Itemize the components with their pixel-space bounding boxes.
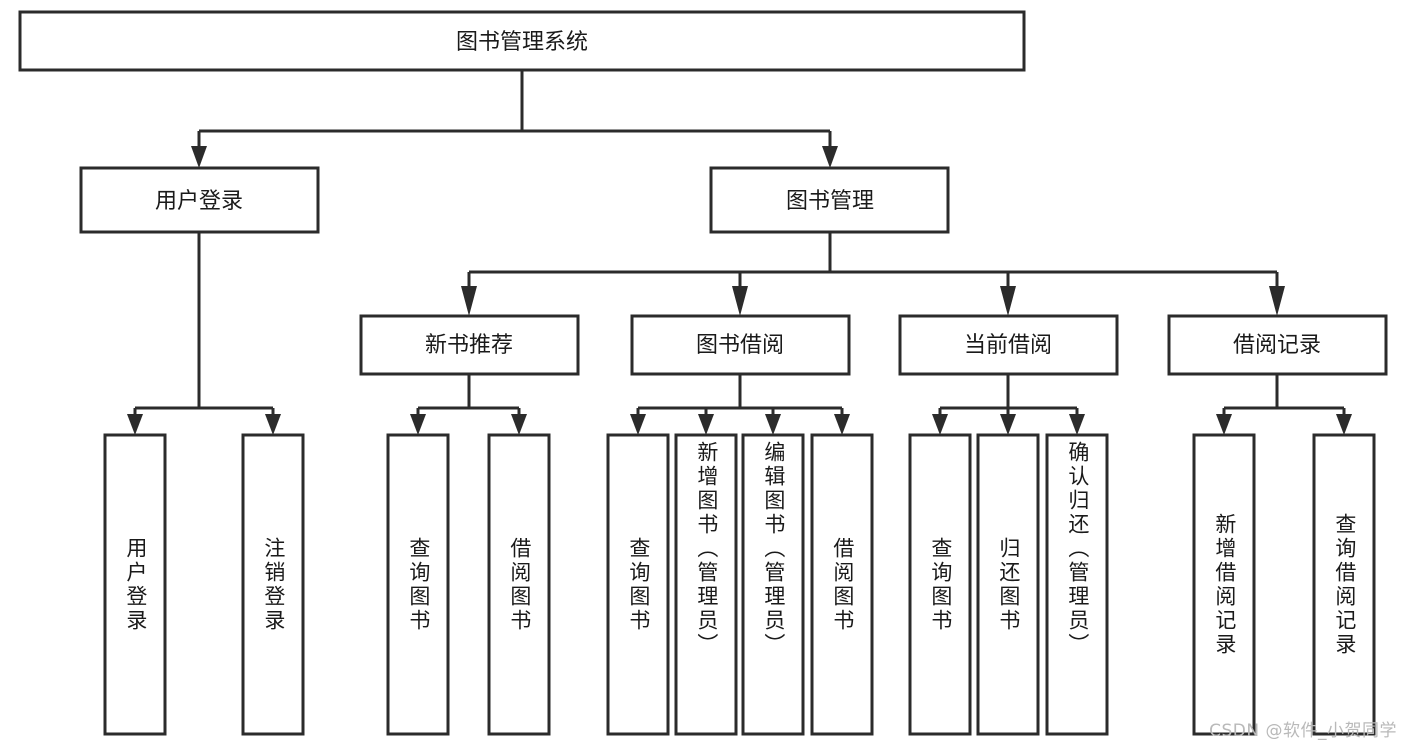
arrow-leaf-query-book-a	[410, 414, 426, 435]
arrow-leaf-borrow-book-b	[834, 414, 850, 435]
node-leaf-confirm-return-box[interactable]	[1045, 433, 1109, 736]
node-book-manage-label: 图书管理	[786, 189, 874, 214]
node-current-borrow-box[interactable]	[898, 314, 1119, 376]
arrow-to-book-borrow	[732, 286, 748, 316]
node-leaf-query-book-c-box[interactable]	[908, 433, 972, 736]
node-current-borrow-label: 当前借阅	[964, 333, 1052, 358]
node-leaf-add-record-box[interactable]	[1192, 433, 1256, 736]
arrow-leaf-query-book-c	[932, 414, 948, 435]
node-leaf-borrow-book-a-box[interactable]	[487, 433, 551, 736]
arrow-leaf-borrow-book-a	[511, 414, 527, 435]
connector-layer	[127, 70, 1352, 435]
node-book-manage-box[interactable]	[709, 166, 950, 234]
arrow-to-new-book-rec	[461, 286, 477, 316]
arrow-leaf-return-book	[1000, 414, 1016, 435]
node-leaf-borrow-book-b-box[interactable]	[810, 433, 874, 736]
arrow-to-borrow-record	[1269, 286, 1285, 316]
node-user-login-box[interactable]	[79, 166, 320, 234]
arrow-leaf-query-book-b	[630, 414, 646, 435]
node-leaf-return-book-box[interactable]	[976, 433, 1040, 736]
node-leaf-edit-book-box[interactable]	[741, 433, 805, 736]
leaf-node-layer	[103, 433, 1376, 736]
arrow-leaf-confirm-return	[1069, 414, 1085, 435]
node-leaf-logout-box[interactable]	[241, 433, 305, 736]
arrow-to-book-manage	[822, 146, 838, 168]
node-leaf-add-book-box[interactable]	[674, 433, 738, 736]
node-user-login-label: 用户登录	[155, 189, 243, 214]
arrow-leaf-add-record	[1216, 414, 1232, 435]
node-current-borrow[interactable]: 当前借阅	[898, 314, 1119, 376]
arrow-to-user-login	[191, 146, 207, 168]
node-borrow-record-box[interactable]	[1167, 314, 1388, 376]
arrow-leaf-logout	[265, 414, 281, 435]
node-leaf-query-book-a-box[interactable]	[386, 433, 450, 736]
node-root-box[interactable]	[18, 10, 1026, 72]
node-book-manage[interactable]: 图书管理	[709, 166, 950, 234]
node-borrow-record[interactable]: 借阅记录	[1167, 314, 1388, 376]
node-borrow-record-label: 借阅记录	[1233, 333, 1321, 358]
node-leaf-query-book-b-box[interactable]	[606, 433, 670, 736]
node-user-login[interactable]: 用户登录	[79, 166, 320, 234]
csdn-watermark: CSDN @软件_小贺同学	[1209, 721, 1397, 741]
node-new-book-rec-box[interactable]	[359, 314, 580, 376]
arrow-leaf-edit-book	[765, 414, 781, 435]
node-book-borrow[interactable]: 图书借阅	[630, 314, 851, 376]
node-leaf-query-record-box[interactable]	[1312, 433, 1376, 736]
node-book-borrow-box[interactable]	[630, 314, 851, 376]
node-book-borrow-label: 图书借阅	[696, 333, 784, 358]
arrow-leaf-add-book	[698, 414, 714, 435]
node-new-book-rec[interactable]: 新书推荐	[359, 314, 580, 376]
node-root[interactable]: 图书管理系统	[18, 10, 1026, 72]
arrow-leaf-query-record	[1336, 414, 1352, 435]
arrow-leaf-user-login	[127, 414, 143, 435]
node-new-book-rec-label: 新书推荐	[425, 333, 513, 358]
node-root-label: 图书管理系统	[456, 30, 588, 55]
arrow-to-current-borrow	[1000, 286, 1016, 316]
node-leaf-user-login-box[interactable]	[103, 433, 167, 736]
